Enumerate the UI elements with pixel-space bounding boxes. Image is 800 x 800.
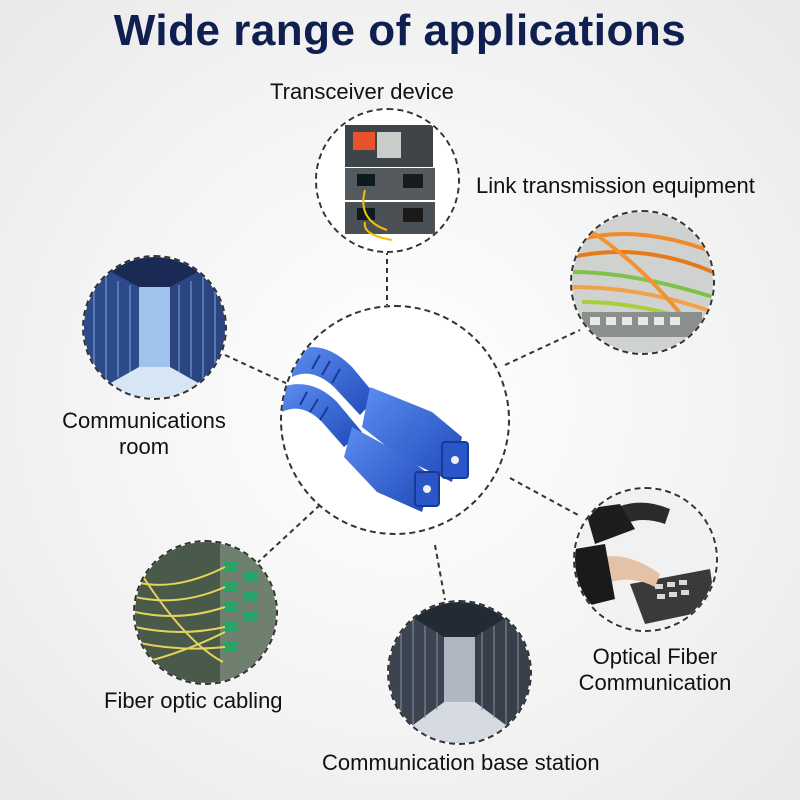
base-station-label: Communication base station [322, 750, 600, 775]
server-room-icon [84, 257, 225, 398]
transceiver-bubble [315, 108, 460, 253]
page-title: Wide range of applications [113, 6, 687, 55]
base-station-bubble [387, 600, 532, 745]
fiber-cabling-label: Fiber optic cabling [104, 688, 283, 713]
transceiver-label: Transceiver device [270, 79, 454, 104]
fiber-cabling-icon [135, 542, 276, 683]
comm-room-bubble [82, 255, 227, 400]
optical-fiber-label: Optical Fiber Communication [578, 644, 732, 695]
telephone-icon [575, 489, 716, 630]
sc-connector-icon [282, 347, 469, 512]
fiber-cabling-bubble [133, 540, 278, 685]
comm-room-label: Communications room [62, 408, 226, 459]
line-link-equipment [504, 329, 581, 366]
line-comm-room [224, 354, 291, 386]
link-equipment-bubble [570, 210, 715, 355]
line-fiber-cabling [254, 504, 321, 566]
patch-cables-icon [572, 212, 713, 353]
link-equipment-label: Link transmission equipment [476, 173, 755, 198]
line-base-station [434, 544, 446, 601]
data-center-icon [389, 602, 530, 743]
optical-fiber-bubble [573, 487, 718, 632]
media-converter-icon [317, 110, 458, 251]
center-connector-bubble [280, 305, 510, 535]
line-optical-fiber [509, 477, 579, 516]
